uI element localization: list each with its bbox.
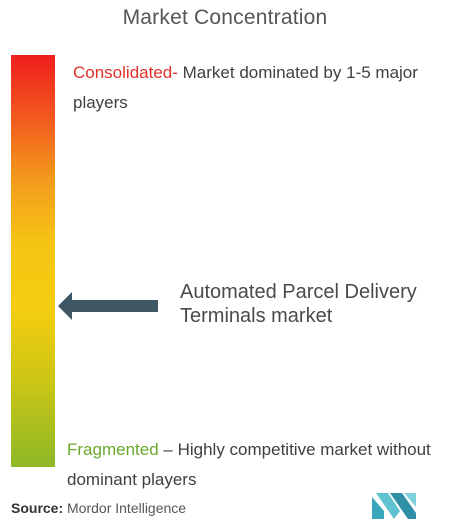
source-note: Source: Mordor Intelligence — [11, 500, 186, 516]
consolidated-description: Market dominated by 1-5 major players — [73, 63, 418, 112]
market-position-label: Automated Parcel Delivery Terminals mark… — [180, 281, 417, 327]
fragmented-tag: Fragmented — [67, 440, 159, 459]
source-name: Mordor Intelligence — [67, 500, 187, 516]
consolidated-label: Consolidated- Market dominated by 1-5 ma… — [73, 58, 463, 118]
concentration-gradient-bar — [11, 55, 55, 467]
mordor-intelligence-logo-icon — [372, 493, 416, 519]
fragmented-separator: – — [158, 440, 178, 459]
fragmented-description: Highly competitive market without domina… — [67, 440, 431, 489]
page-title: Market Concentration — [122, 6, 328, 29]
consolidated-tag: Consolidated- — [73, 63, 178, 82]
fragmented-label: Fragmented – Highly competitive market w… — [67, 435, 462, 495]
source-prefix: Source: — [11, 500, 64, 516]
market-position-arrow-icon — [58, 292, 158, 320]
